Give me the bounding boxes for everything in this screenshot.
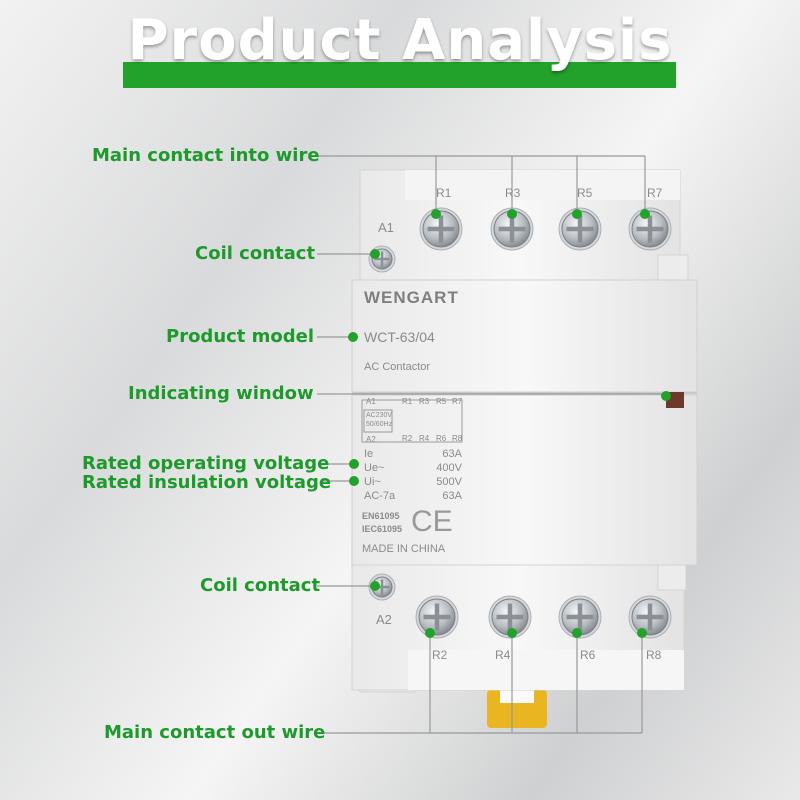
terminal-label-r1: R1 <box>436 186 452 200</box>
schematic-coil-frequency: 50/60Hz <box>366 421 393 428</box>
terminal-label-r2: R2 <box>432 648 448 662</box>
schematic-r6: R6 <box>436 434 447 443</box>
terminal-label-r7: R7 <box>647 186 663 200</box>
schematic-coil-voltage: AC230V <box>366 412 393 419</box>
terminal-label-r8: R8 <box>646 648 662 662</box>
schematic-r7: R7 <box>452 397 463 406</box>
screw-terminal-5 <box>415 595 459 639</box>
device-type: AC Contactor <box>364 361 431 373</box>
rating-ui-key: Ui~ <box>364 476 381 488</box>
label-rated-operating-voltage: Rated operating voltage <box>82 453 330 474</box>
rating-ie-key: Ie <box>364 448 374 460</box>
terminal-label-r4: R4 <box>495 648 511 662</box>
screw-terminal-7 <box>558 595 602 639</box>
label-main-contact-in: Main contact into wire <box>92 145 320 166</box>
screw-terminal-3 <box>558 207 602 251</box>
schematic-r3: R3 <box>419 397 430 406</box>
schematic-r2: R2 <box>402 434 413 443</box>
standard-en: EN61095 <box>362 511 400 521</box>
standard-iec: IEC61095 <box>362 524 403 534</box>
label-rated-insulation-voltage: Rated insulation voltage <box>82 472 332 493</box>
coil-label-a1: A1 <box>378 220 394 235</box>
label-indicating-window: Indicating window <box>128 383 314 404</box>
rating-ie-value: 63A <box>442 448 462 460</box>
coil-label-a2: A2 <box>376 612 392 627</box>
terminal-label-r6: R6 <box>580 648 596 662</box>
schematic-r8: R8 <box>452 434 463 443</box>
wiring-schematic <box>361 399 463 443</box>
label-main-contact-out: Main contact out wire <box>104 722 326 743</box>
screw-terminal-1 <box>419 207 463 251</box>
terminal-label-r3: R3 <box>505 186 521 200</box>
model-number: WCT-63/04 <box>364 329 435 345</box>
screw-terminal-4 <box>628 207 672 251</box>
page-title: Product Analysis <box>127 8 673 73</box>
schematic-a2: A2 <box>366 435 376 444</box>
rating-ac7a-key: AC-7a <box>364 490 396 502</box>
made-in: MADE IN CHINA <box>362 543 446 555</box>
title-bar <box>123 62 676 88</box>
label-coil-contact-bottom: Coil contact <box>200 575 321 596</box>
schematic-a1: A1 <box>366 397 376 406</box>
schematic-r1: R1 <box>402 397 413 406</box>
label-product-model: Product model <box>166 326 315 347</box>
ce-mark: CE <box>411 505 453 538</box>
schematic-r5: R5 <box>436 397 447 406</box>
screw-terminal-6 <box>488 595 532 639</box>
schematic-r4: R4 <box>419 434 430 443</box>
screw-terminal-8 <box>628 595 672 639</box>
brand-name: WENGART <box>364 288 459 307</box>
rating-ac7a-value: 63A <box>442 490 462 502</box>
rating-ui-value: 500V <box>436 476 462 488</box>
terminal-label-r5: R5 <box>577 186 593 200</box>
label-coil-contact-top: Coil contact <box>195 243 316 264</box>
rating-ue-value: 400V <box>436 462 462 474</box>
rating-ue-key: Ue~ <box>364 462 385 474</box>
